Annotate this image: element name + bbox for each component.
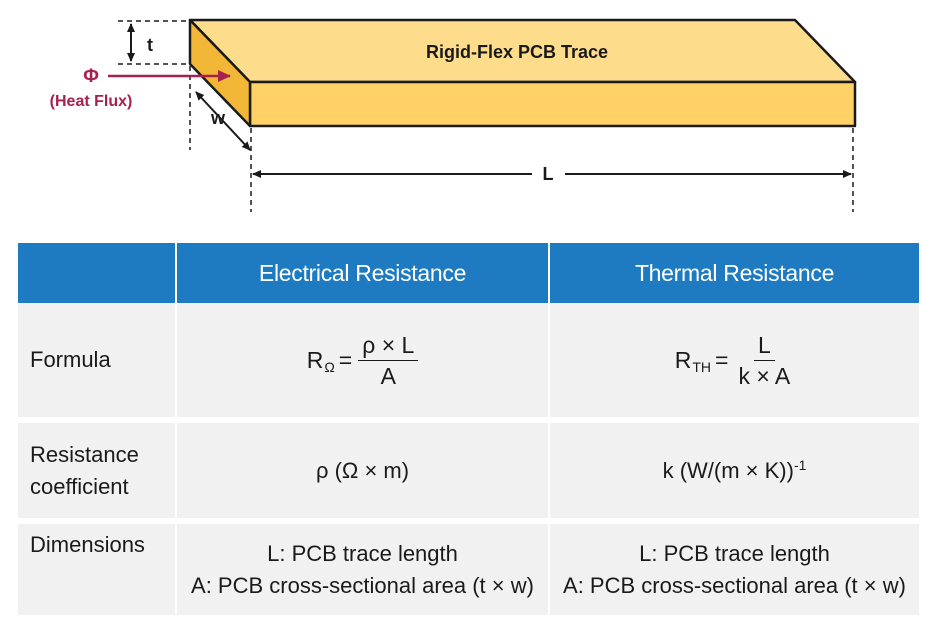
header-blank-cell [18,243,175,303]
thermal-dimensions-cell: L: PCB trace length A: PCB cross-section… [548,524,919,615]
electrical-dimension-length: L: PCB trace length [267,540,458,566]
electrical-dimension-area: A: PCB cross-sectional area (t × w) [191,572,534,598]
thermal-dimension-length: L: PCB trace length [639,540,830,566]
electrical-dimensions-cell: L: PCB trace length A: PCB cross-section… [175,524,548,615]
thermal-formula-equals: = [715,346,729,373]
header-thermal-resistance: Thermal Resistance [548,243,919,303]
electrical-formula-denominator: A [380,362,396,389]
heat-flux-label: (Heat Flux) [50,93,133,110]
thermal-dimension-area: A: PCB cross-sectional area (t × w) [563,572,906,598]
row-label-coefficient: Resistance coefficient [18,423,175,518]
width-label: w [210,108,226,128]
table-header-row: Electrical Resistance Thermal Resistance [18,243,919,303]
thermal-coefficient-exponent: -1 [793,456,807,473]
thermal-coefficient-cell: k (W/(m × K))-1 [548,423,919,518]
thermal-formula-denominator: k × A [738,362,791,389]
electrical-formula-equals: = [338,346,353,373]
electrical-formula-lhs: R [306,346,324,373]
heat-flux-symbol: Φ [83,66,99,87]
thermal-coefficient: k (W/(m × K)) [662,457,794,483]
resistance-table: Electrical Resistance Thermal Resistance… [18,243,919,615]
electrical-formula-subscript: Ω [324,358,335,375]
thermal-formula-lhs: R [674,346,692,373]
row-label-dimensions: Dimensions [18,524,175,615]
table-row-dimensions: Dimensions L: PCB trace length A: PCB cr… [18,524,919,615]
thermal-formula-numerator: L [753,332,775,361]
electrical-formula-numerator: ρ × L [358,332,419,361]
thermal-formula-subscript: TH [692,358,712,375]
electrical-coefficient: ρ (Ω × m) [175,423,548,518]
table-row-coefficient: Resistance coefficient ρ (Ω × m) k (W/(m… [18,423,919,518]
pcb-trace-diagram: Rigid-Flex PCB Trace t w L Φ (Heat Flux) [50,18,857,212]
thickness-label: t [147,35,153,55]
trace-front-face [248,80,857,128]
header-electrical-resistance: Electrical Resistance [175,243,548,303]
trace-label: Rigid-Flex PCB Trace [426,42,608,62]
row-label-coefficient-line2: coefficient [30,473,129,499]
length-label: L [543,164,554,184]
width-arrow [195,91,251,151]
row-label-coefficient-line1: Resistance [30,441,139,467]
row-label-formula: Formula [18,303,175,417]
